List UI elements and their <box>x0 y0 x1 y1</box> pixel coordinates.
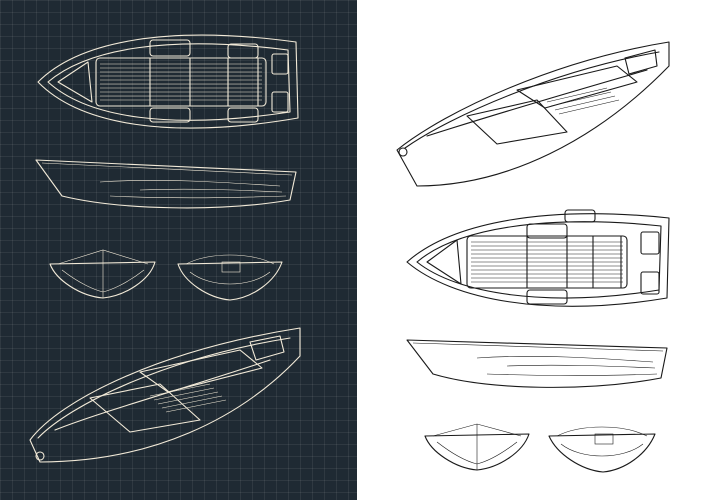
light-drawings <box>396 41 670 473</box>
dark-front-view <box>49 249 156 299</box>
dark-side-view <box>35 159 297 209</box>
dark-perspective-view <box>29 327 301 463</box>
dark-blueprint-panel <box>0 0 357 500</box>
dark-top-view <box>37 34 299 129</box>
light-top-view <box>406 209 670 307</box>
light-front-view <box>424 423 530 471</box>
dark-drawings <box>29 34 301 463</box>
light-side-view <box>406 339 668 388</box>
white-lineart-panel <box>357 0 713 500</box>
light-perspective-view <box>396 41 670 187</box>
dark-rear-view <box>177 254 283 301</box>
light-rear-view <box>548 426 656 473</box>
